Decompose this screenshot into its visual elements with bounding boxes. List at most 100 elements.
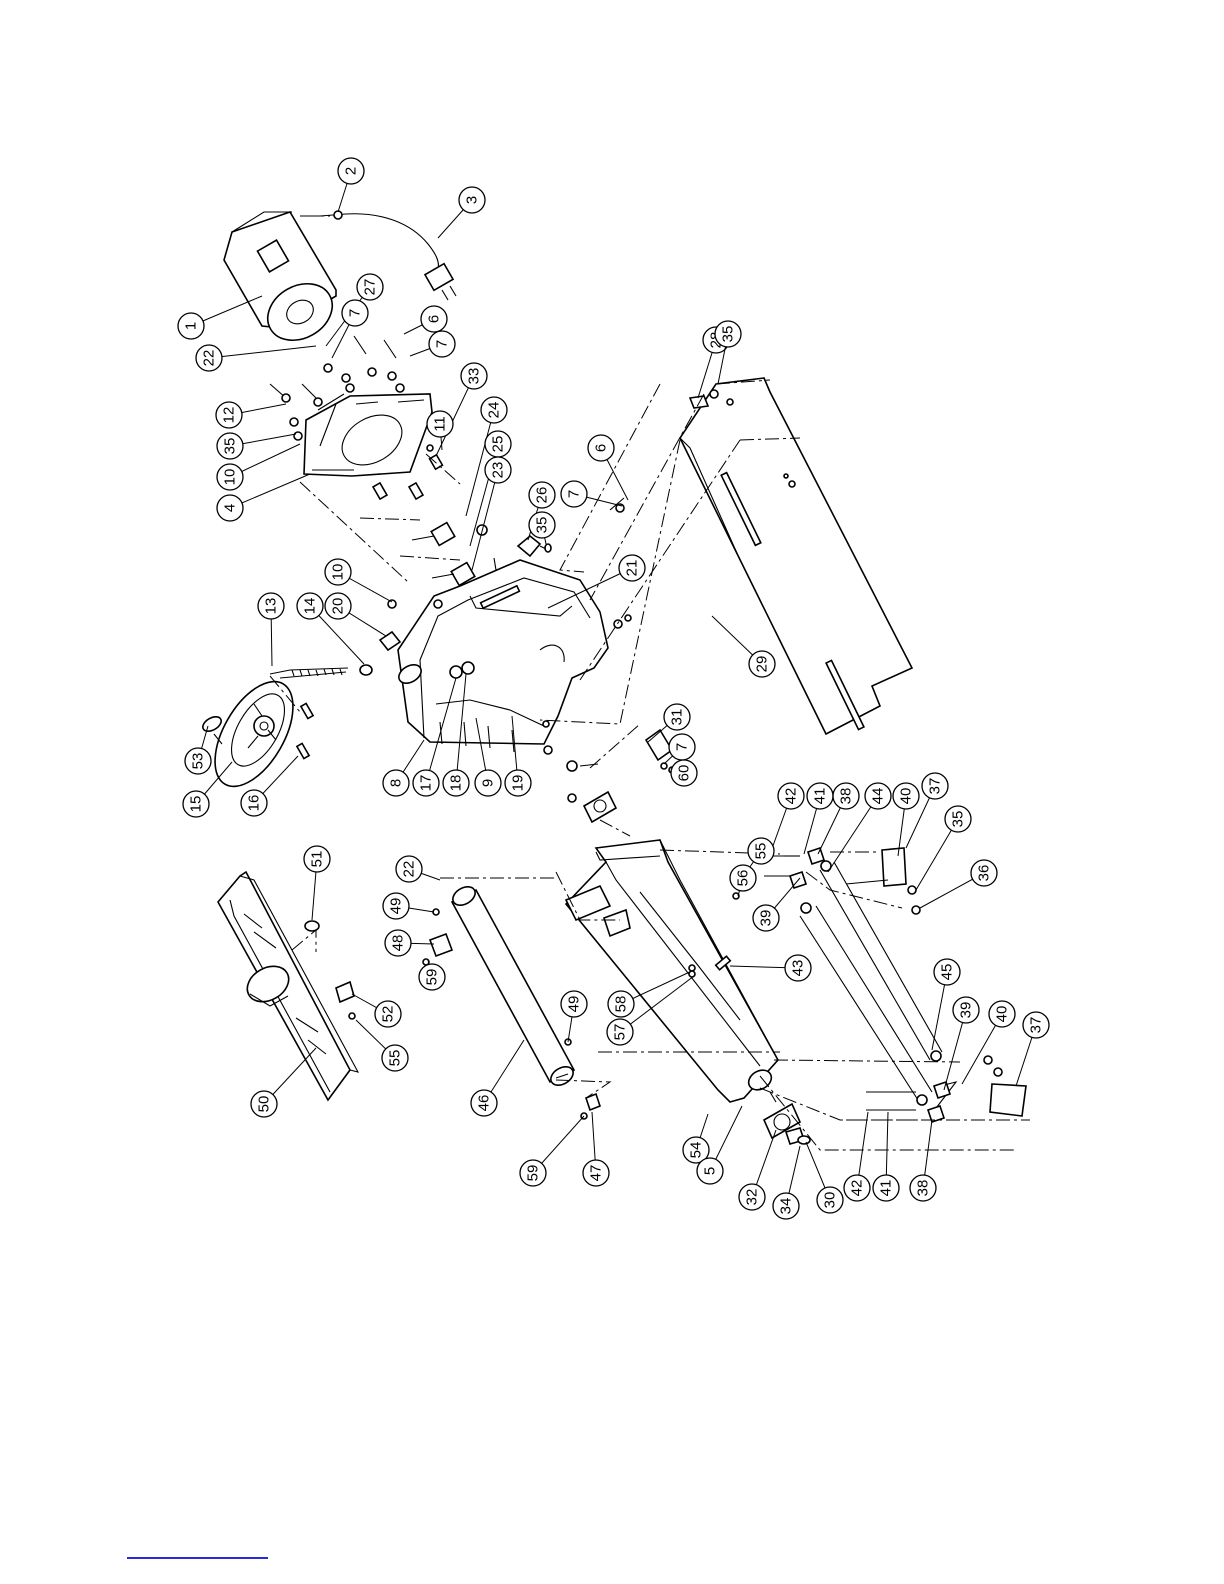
callout-32: 32 xyxy=(739,1130,776,1210)
callout-48: 48 xyxy=(385,930,434,956)
callout-40: 40 xyxy=(893,783,919,856)
callout-number: 37 xyxy=(927,778,944,795)
callout-51: 51 xyxy=(304,846,330,920)
callout-35: 35 xyxy=(916,806,971,890)
callout-number: 9 xyxy=(480,779,497,787)
callout-number: 24 xyxy=(486,402,503,419)
callout-13: 13 xyxy=(258,593,284,666)
callout-3: 3 xyxy=(438,187,485,238)
callout-number: 49 xyxy=(388,898,405,915)
callout-number: 54 xyxy=(688,1142,705,1159)
callout-number: 29 xyxy=(754,656,771,673)
callout-54: 54 xyxy=(683,1114,709,1163)
footer-link-underline xyxy=(127,1557,268,1559)
callout-number: 46 xyxy=(476,1095,493,1112)
callout-number: 53 xyxy=(190,753,207,770)
callout-number: 27 xyxy=(362,279,379,296)
handwheel xyxy=(199,669,313,799)
callout-number: 39 xyxy=(958,1002,975,1019)
callout-number: 15 xyxy=(188,796,205,813)
dust-hood xyxy=(218,872,358,1100)
callout-59: 59 xyxy=(419,960,445,990)
roller-brackets-lower xyxy=(866,1056,1026,1122)
callout-number: 44 xyxy=(870,788,887,805)
callout-50: 50 xyxy=(251,1048,316,1117)
callout-number: 55 xyxy=(387,1050,404,1067)
callout-number: 23 xyxy=(490,462,507,479)
callout-number: 33 xyxy=(466,368,483,385)
roller-brackets-upper xyxy=(762,848,920,914)
callout-number: 18 xyxy=(448,775,465,792)
washer-10a xyxy=(388,600,396,608)
callout-number: 41 xyxy=(812,788,829,805)
callout-number: 20 xyxy=(330,598,347,615)
callout-37: 37 xyxy=(1016,1012,1049,1086)
callout-47: 47 xyxy=(583,1112,609,1186)
callout-38: 38 xyxy=(910,1120,936,1201)
callout-number: 5 xyxy=(702,1167,719,1175)
callout-35: 35 xyxy=(217,433,296,459)
callout-number: 16 xyxy=(246,795,263,812)
bearing-flange-lower xyxy=(764,1092,810,1144)
callout-leader xyxy=(209,346,316,358)
callout-56: 56 xyxy=(730,865,756,896)
callout-41: 41 xyxy=(873,1112,899,1201)
callout-number: 4 xyxy=(222,504,239,512)
callout-number: 58 xyxy=(613,996,630,1013)
callout-number: 19 xyxy=(510,775,527,792)
callout-39: 39 xyxy=(753,878,800,931)
motor xyxy=(224,212,342,352)
callout-2: 2 xyxy=(338,158,364,212)
callout-43: 43 xyxy=(730,955,811,981)
callout-number: 22 xyxy=(201,350,218,367)
callout-number: 7 xyxy=(566,490,583,498)
callout-number: 13 xyxy=(263,598,280,615)
callout-number: 60 xyxy=(676,765,693,782)
callout-number: 30 xyxy=(822,1192,839,1209)
callout-number: 6 xyxy=(593,444,610,452)
callout-number: 38 xyxy=(915,1180,932,1197)
callout-7: 7 xyxy=(664,734,695,764)
main-frame xyxy=(396,560,608,752)
callout-number: 59 xyxy=(525,1165,542,1182)
washer-10b xyxy=(434,600,442,608)
drum-roller xyxy=(433,883,576,1089)
callout-number: 59 xyxy=(424,969,441,986)
callout-41: 41 xyxy=(804,783,833,854)
callout-36: 36 xyxy=(920,860,997,908)
callout-number: 45 xyxy=(939,964,956,981)
callout-number: 7 xyxy=(674,743,691,751)
callout-42: 42 xyxy=(770,783,804,854)
callout-number: 7 xyxy=(434,340,451,348)
lead-screw xyxy=(270,665,372,678)
motor-mount-plate xyxy=(304,394,432,476)
callout-number: 25 xyxy=(490,436,507,453)
callout-number: 41 xyxy=(878,1180,895,1197)
callout-6: 6 xyxy=(404,306,447,334)
callout-22: 22 xyxy=(196,345,316,371)
callout-number: 35 xyxy=(720,326,737,343)
callout-20: 20 xyxy=(325,593,386,636)
callout-number: 12 xyxy=(221,407,238,424)
callout-number: 2 xyxy=(343,167,360,175)
callout-33: 33 xyxy=(436,363,487,456)
callout-number: 55 xyxy=(753,843,770,860)
callout-number: 48 xyxy=(390,935,407,952)
bracket-31 xyxy=(646,730,672,760)
callout-number: 49 xyxy=(566,996,583,1013)
callout-number: 39 xyxy=(758,910,775,927)
callout-number: 22 xyxy=(401,861,418,878)
callout-7: 7 xyxy=(561,481,622,507)
callout-number: 56 xyxy=(735,870,752,887)
callout-number: 14 xyxy=(302,598,319,615)
callout-55: 55 xyxy=(356,1020,408,1071)
callout-11: 11 xyxy=(427,411,453,450)
callout-34: 34 xyxy=(773,1146,800,1219)
callout-number: 35 xyxy=(950,811,967,828)
callout-53: 53 xyxy=(185,726,211,774)
callout-number: 57 xyxy=(612,1024,629,1041)
callout-number: 36 xyxy=(976,865,993,882)
callout-number: 35 xyxy=(222,438,239,455)
callout-number: 35 xyxy=(534,517,551,534)
